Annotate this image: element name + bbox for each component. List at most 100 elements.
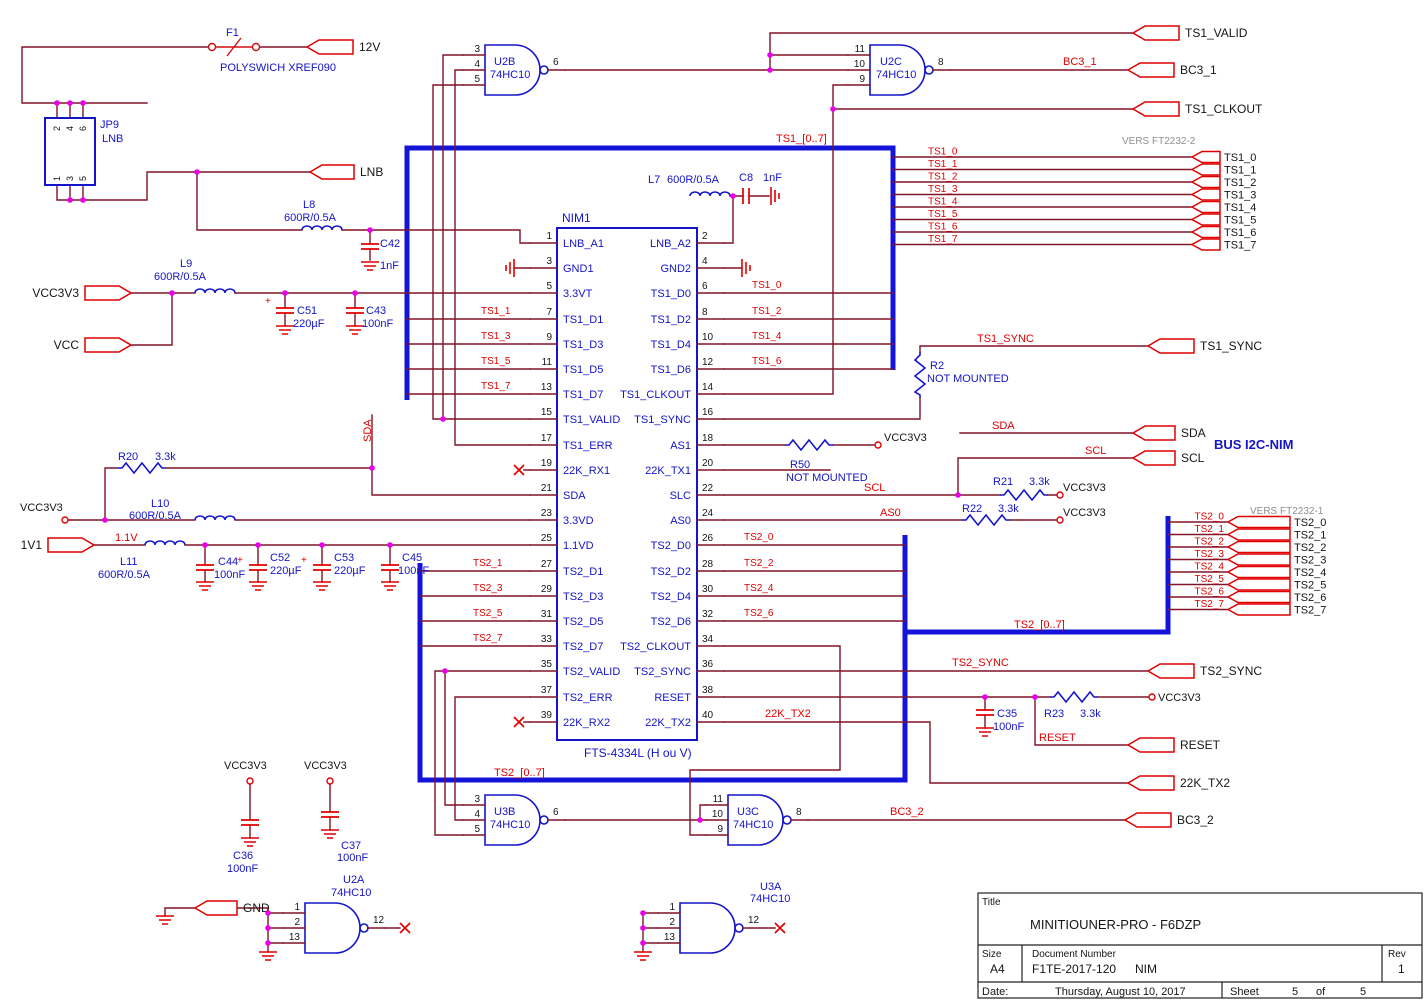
offpage-connector xyxy=(1226,553,1291,566)
net-reset: RESET xyxy=(1039,732,1076,744)
gate-pin-number: 6 xyxy=(553,807,559,818)
nim-pin-number: 19 xyxy=(541,458,553,469)
port-label: VCC xyxy=(54,338,80,352)
fuse-terminal xyxy=(207,42,217,52)
port-scl xyxy=(1131,450,1176,466)
sheet-total: 5 xyxy=(1360,986,1366,998)
gate-ref: U2C xyxy=(880,56,902,68)
nim-pin-number: 29 xyxy=(541,584,553,595)
net-bc3-1: BC3_1 xyxy=(1063,56,1097,68)
size-label: Size xyxy=(982,949,1002,960)
gate-pin-number: 9 xyxy=(717,824,723,835)
offpage-connector xyxy=(1226,590,1291,604)
port-label: SDA xyxy=(1181,426,1206,440)
val-l11: 600R/0.5A xyxy=(98,569,151,581)
nim-pin-number: 21 xyxy=(541,483,553,494)
net-scl: SCL xyxy=(864,482,885,494)
nim-ic: NIM1 FTS-4334L (H ou V) xyxy=(556,211,698,760)
port-reset xyxy=(1126,737,1175,753)
nim-pin-number: 4 xyxy=(702,256,708,267)
jp9-connector: 2 4 6 1 3 5 xyxy=(44,117,96,186)
junction-dot xyxy=(102,517,108,523)
nim-pin-name: TS1_ERR xyxy=(563,440,613,452)
net-label: TS1_4 xyxy=(928,197,958,208)
junction-dot xyxy=(767,52,773,58)
nim-pin-name: 22K_TX1 xyxy=(645,465,691,477)
resistor-r20 xyxy=(118,461,166,475)
gate-pin-number: 8 xyxy=(938,57,944,68)
nim-pin-name: TS2_D2 xyxy=(651,566,691,578)
nim-pin-name: TS2_ERR xyxy=(563,692,613,704)
ref-c36: C36 xyxy=(233,850,253,862)
title-label: Title xyxy=(982,897,1001,908)
polarity-plus: + xyxy=(265,296,271,307)
off-page-ports: 12VLNBVCC3V3VCC1V1GNDTS1_VALIDBC3_1TS1_C… xyxy=(21,25,1263,916)
nim-pin-name: TS2_CLKOUT xyxy=(620,641,691,653)
wire-net xyxy=(21,32,1150,953)
net-label: TS2_1 xyxy=(1195,524,1225,535)
gate-pin-number: 1 xyxy=(669,902,675,913)
val-c36: 100nF xyxy=(227,863,258,875)
ground-symbol xyxy=(381,581,399,591)
nim-pin-name: TS2_D3 xyxy=(563,591,603,603)
nim-pin-number: 1 xyxy=(546,231,552,242)
nim-body xyxy=(556,227,698,741)
gate-pin-number: 10 xyxy=(854,59,866,70)
junction-dot xyxy=(767,67,773,73)
ref-c51: C51 xyxy=(297,305,317,317)
net-vcc3v3: VCC3V3 xyxy=(20,502,63,514)
nim-pin-name: 22K_RX1 xyxy=(563,465,610,477)
net-scl: SCL xyxy=(1085,445,1106,457)
ref-l7: L7 xyxy=(648,174,660,186)
nim-pin-number: 17 xyxy=(541,433,553,444)
nim-pin-name: TS1_D7 xyxy=(563,389,603,401)
gate-part: 74HC10 xyxy=(331,887,371,899)
nim-pin-number: 13 xyxy=(541,382,553,393)
connector-label: TS1_4 xyxy=(1224,202,1256,214)
port-label: 1V1 xyxy=(21,538,43,552)
junction-dot xyxy=(440,416,446,422)
junction-dot xyxy=(367,227,373,233)
nim-pin-number: 8 xyxy=(702,307,708,318)
gate-pin-number: 13 xyxy=(664,932,676,943)
offpage-connector xyxy=(1226,603,1291,616)
polarity-plus: + xyxy=(237,555,243,566)
val-c8: 1nF xyxy=(763,172,782,184)
gate-pin-number: 12 xyxy=(748,915,760,926)
gate-pin-number: 3 xyxy=(474,794,480,805)
val-r50: NOT MOUNTED xyxy=(786,472,868,484)
val-r22: 3.3k xyxy=(998,503,1019,515)
net-label: TS2_2 xyxy=(1195,537,1225,548)
connector-label: TS2_3 xyxy=(1294,555,1326,567)
junction-dot xyxy=(830,106,836,112)
no-connect-x xyxy=(513,716,525,728)
net-sda: SDA xyxy=(992,420,1015,432)
nim-pin-number: 30 xyxy=(702,584,714,595)
nim-pin-name: TS2_D0 xyxy=(651,540,691,552)
port-label: SCL xyxy=(1181,451,1205,465)
net-labels: TS1_[0..7] TS2_[0..7] TS2_[0..7] BC3_1 B… xyxy=(115,56,1106,818)
port-label: 22K_TX2 xyxy=(1180,776,1230,790)
offpage-connector xyxy=(1190,163,1221,176)
net-label: TS2_2 xyxy=(744,558,774,569)
component-labels: F1 POLYSWICH XREF090 JP9 LNB L7 600R/0.5… xyxy=(98,27,1101,875)
net-vcc3v3: VCC3V3 xyxy=(304,760,347,772)
net-vcc3v3: VCC3V3 xyxy=(1063,507,1106,519)
gate-pin-number: 2 xyxy=(294,917,300,928)
discrete-components xyxy=(61,187,1156,961)
net-label: TS1_5 xyxy=(481,356,511,367)
net-label: TS1_7 xyxy=(928,234,958,245)
ground-symbol xyxy=(313,581,331,591)
port-label: VCC3V3 xyxy=(32,286,79,300)
bus-lines xyxy=(404,145,1171,783)
gate-part: 74HC10 xyxy=(733,819,773,831)
port-v1v1 xyxy=(47,537,96,553)
port-vcc xyxy=(84,337,133,353)
nim-pin-number: 2 xyxy=(702,231,708,242)
bus-label-ts1: TS1_[0..7] xyxy=(776,133,827,145)
jp9-pin-number: 6 xyxy=(78,126,88,131)
junction-dot xyxy=(319,542,325,548)
junction-dot xyxy=(640,940,646,946)
nim-pin-name: RESET xyxy=(654,692,691,704)
junction-dot xyxy=(202,542,208,548)
